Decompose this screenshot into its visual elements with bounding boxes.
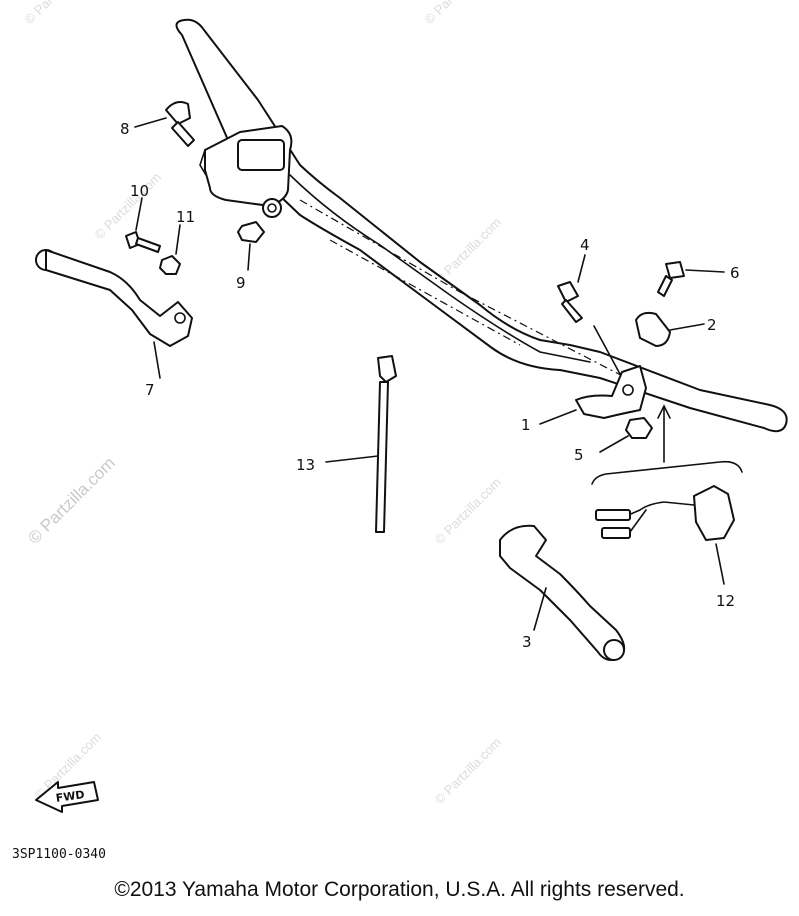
switch-assembly-part-12 <box>591 404 743 585</box>
callout-2: 2 <box>707 316 717 334</box>
callout-13: 13 <box>296 456 315 474</box>
master-cylinder <box>199 125 293 218</box>
watermark: © Partzilla.com <box>92 170 165 243</box>
watermark: © Partzilla.com <box>432 735 505 808</box>
diagram-code: 3SP1100-0340 <box>12 847 106 862</box>
callout-10: 10 <box>130 182 149 200</box>
nut-part-5 <box>599 417 653 453</box>
bolt-part-8 <box>134 101 195 147</box>
fwd-arrow-icon: FWD <box>35 781 99 813</box>
copyright-notice: ©2013 Yamaha Motor Corporation, U.S.A. A… <box>114 878 685 901</box>
callout-6: 6 <box>730 264 740 282</box>
clamp-part-2 <box>635 311 705 347</box>
cable-tie-part-13 <box>325 355 397 533</box>
callout-8: 8 <box>120 120 130 138</box>
watermark: © Partzilla.com <box>432 215 505 288</box>
callout-1: 1 <box>521 416 531 434</box>
callout-9: 9 <box>236 274 246 292</box>
watermark: © Partzilla.com <box>432 475 505 548</box>
callout-labels: 1 2 3 4 5 6 7 8 9 10 11 12 13 <box>120 120 740 651</box>
bolt-part-10 <box>125 197 161 253</box>
watermark: © Partzilla.com <box>422 0 495 27</box>
bolt-part-4 <box>557 254 586 323</box>
lever-part-3 <box>499 524 626 661</box>
lever-part-7 <box>35 249 193 379</box>
handlebar <box>175 18 788 433</box>
callout-3: 3 <box>522 633 532 651</box>
callout-12: 12 <box>716 592 735 610</box>
watermark: © Partzilla.com <box>22 0 95 27</box>
bolt-part-6 <box>657 261 725 297</box>
watermark: © Partzilla.com <box>24 453 118 547</box>
nut-part-9 <box>237 221 265 271</box>
callout-4: 4 <box>580 236 590 254</box>
callout-7: 7 <box>145 381 155 399</box>
callout-11: 11 <box>176 208 195 226</box>
nut-part-11 <box>159 224 181 275</box>
callout-5: 5 <box>574 446 584 464</box>
fwd-label: FWD <box>55 788 85 805</box>
bracket-part-1 <box>539 325 647 425</box>
